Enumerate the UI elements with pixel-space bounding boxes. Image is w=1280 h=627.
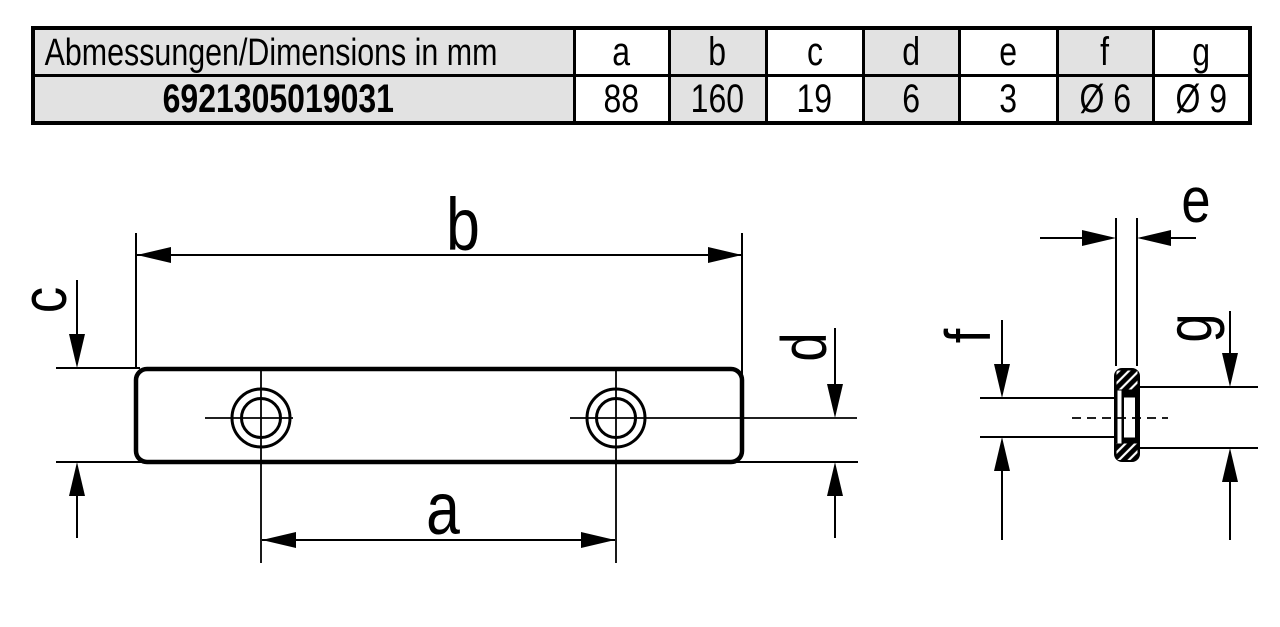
arrowhead: [827, 462, 843, 496]
col-header-a: a: [572, 26, 671, 77]
value-e: 3: [957, 74, 1059, 125]
left-hole: [205, 371, 293, 563]
dimension-b: b: [135, 184, 743, 392]
arrowhead: [1082, 230, 1116, 246]
dimension-g: g: [1138, 311, 1258, 540]
label-a: a: [426, 468, 460, 550]
dimensions-table: Abmessungen/Dimensions in mm a b c d e f…: [31, 26, 1252, 125]
value-b: 160: [667, 74, 768, 125]
table-value-row: 6921305019031 88 160 19 6 3 Ø 6 Ø 9: [31, 74, 1252, 125]
arrowhead: [708, 247, 742, 263]
col-header-g: g: [1151, 26, 1252, 77]
arrowhead: [137, 247, 171, 263]
arrowhead: [69, 462, 85, 496]
label-b: b: [446, 184, 480, 266]
front-view: b c a: [9, 184, 858, 563]
col-header-f: f: [1055, 26, 1155, 77]
dimension-e: e: [1040, 165, 1211, 366]
arrowhead: [1222, 353, 1238, 387]
label-g: g: [1154, 313, 1225, 342]
table-title-cell: Abmessungen/Dimensions in mm: [31, 26, 576, 77]
right-hole: [570, 371, 857, 563]
col-header-d: d: [861, 26, 961, 77]
table-header-row: Abmessungen/Dimensions in mm a b c d e f…: [31, 26, 1252, 77]
hatch-top: [1116, 370, 1138, 390]
col-header-b: b: [667, 26, 768, 77]
dimension-f: f: [933, 320, 1117, 540]
bore-cavity: [1124, 397, 1135, 438]
part-number-cell: 6921305019031: [31, 74, 576, 125]
value-d: 6: [861, 74, 961, 125]
arrowhead: [1137, 230, 1171, 246]
part-number: 6921305019031: [162, 77, 395, 121]
dimension-d: d: [769, 328, 843, 538]
table-title: Abmessungen/Dimensions in mm: [44, 32, 498, 74]
hatch-bottom: [1116, 443, 1138, 460]
label-f: f: [933, 328, 1004, 343]
label-e: e: [1181, 165, 1210, 236]
col-header-e: e: [957, 26, 1059, 77]
countersink-cavity: [1117, 390, 1122, 448]
arrowhead: [827, 384, 843, 418]
col-header-c: c: [764, 26, 865, 77]
arrowhead: [994, 437, 1010, 471]
value-f: Ø 6: [1055, 74, 1155, 125]
side-view: e f g: [933, 165, 1258, 540]
label-d: d: [769, 332, 840, 361]
arrowhead: [262, 532, 296, 548]
dimension-a: a: [262, 468, 615, 550]
arrowhead: [994, 364, 1010, 398]
value-c: 19: [764, 74, 865, 125]
arrowhead: [1222, 448, 1238, 482]
value-a: 88: [572, 74, 671, 125]
dimension-c: c: [9, 280, 858, 538]
label-c: c: [9, 287, 80, 313]
section-strip: [1072, 368, 1168, 462]
value-g: Ø 9: [1151, 74, 1252, 125]
bar-outline: [133, 366, 745, 465]
arrowhead: [69, 334, 85, 368]
arrowhead: [581, 532, 615, 548]
